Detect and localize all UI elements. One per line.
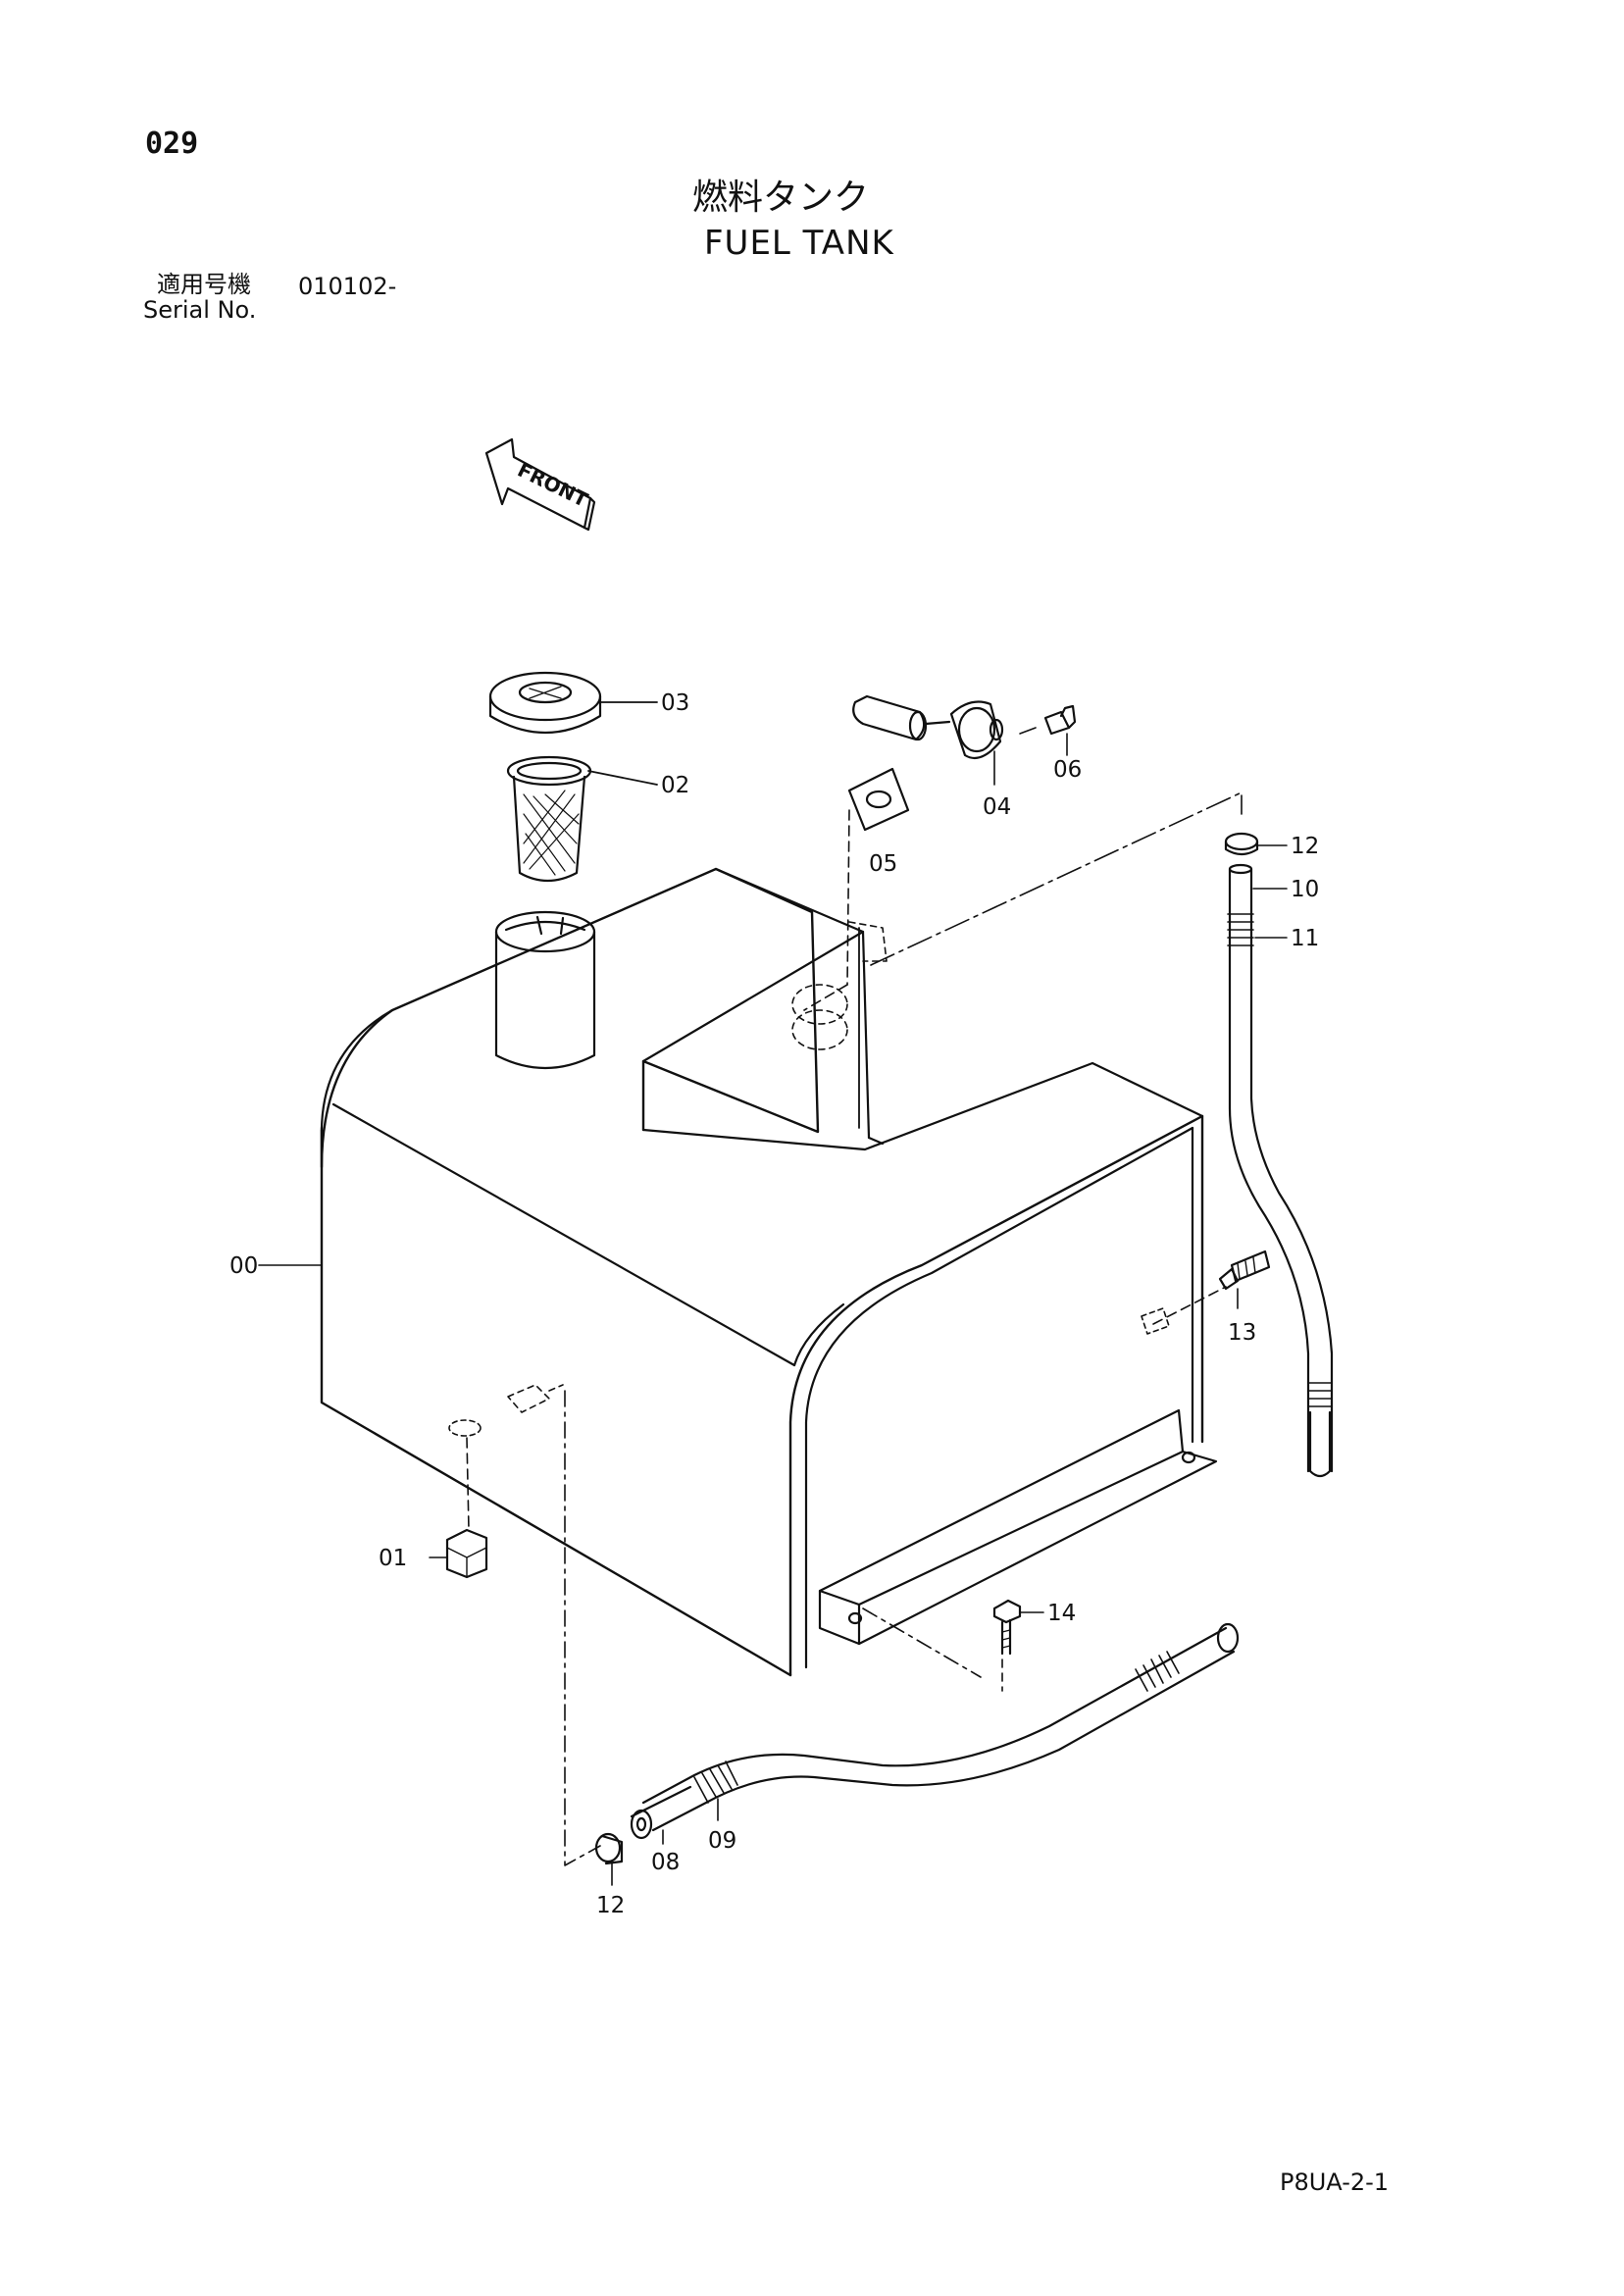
page-title: FUEL TANK [704,224,894,263]
gasket-part-05: 05 [803,767,910,1011]
callout-00: 00 [229,1253,258,1279]
clip-part-12-bottom: 12 [594,1832,625,1918]
filler-neck [494,910,596,1069]
callout-08: 08 [651,1850,680,1875]
bolt-part-14: 14 [862,1599,1076,1692]
callout-02: 02 [661,773,689,798]
strainer-part-02: 02 [506,755,689,883]
callout-14: 14 [1047,1601,1076,1626]
serial-value: 010102- [298,273,397,300]
fuel-cap-part-03: 03 [488,671,689,735]
callout-01: 01 [379,1546,407,1571]
level-sender-part-04: 04 [852,694,1037,820]
fuel-pipe-right: 10 11 [1227,863,1334,1478]
front-arrow-icon: FRONT [484,437,596,532]
callout-10: 10 [1291,877,1319,902]
fuel-tank-body [320,867,1204,1677]
callout-06: 06 [1053,757,1082,783]
sender-mount [791,921,888,1050]
callout-12-bottom: 12 [596,1893,625,1918]
fuel-pipe-bottom: 08 09 [630,1622,1240,1875]
callout-05: 05 [869,851,897,877]
callout-09: 09 [708,1828,736,1854]
serial-label-japanese: 適用号機 [157,271,251,298]
serial-label: Serial No. [143,296,257,324]
tank-bracket [818,1408,1218,1646]
callout-13: 13 [1228,1320,1256,1346]
drain-plug-part-01: 01 [379,1419,488,1579]
drain-outlet [507,1384,564,1413]
clip-part-12-top: 12 [1224,832,1319,859]
page-number: 029 [145,127,199,161]
callout-03: 03 [661,690,689,716]
screw-part-06: 06 [1043,704,1082,783]
callout-11: 11 [1291,926,1319,951]
callout-04: 04 [983,794,1011,820]
footer-code: P8UA-2-1 [1280,2168,1390,2196]
fitting-part-13: 13 [1141,1250,1271,1346]
page-title-japanese: 燃料タンク [692,178,870,218]
callout-12-top: 12 [1291,834,1319,859]
